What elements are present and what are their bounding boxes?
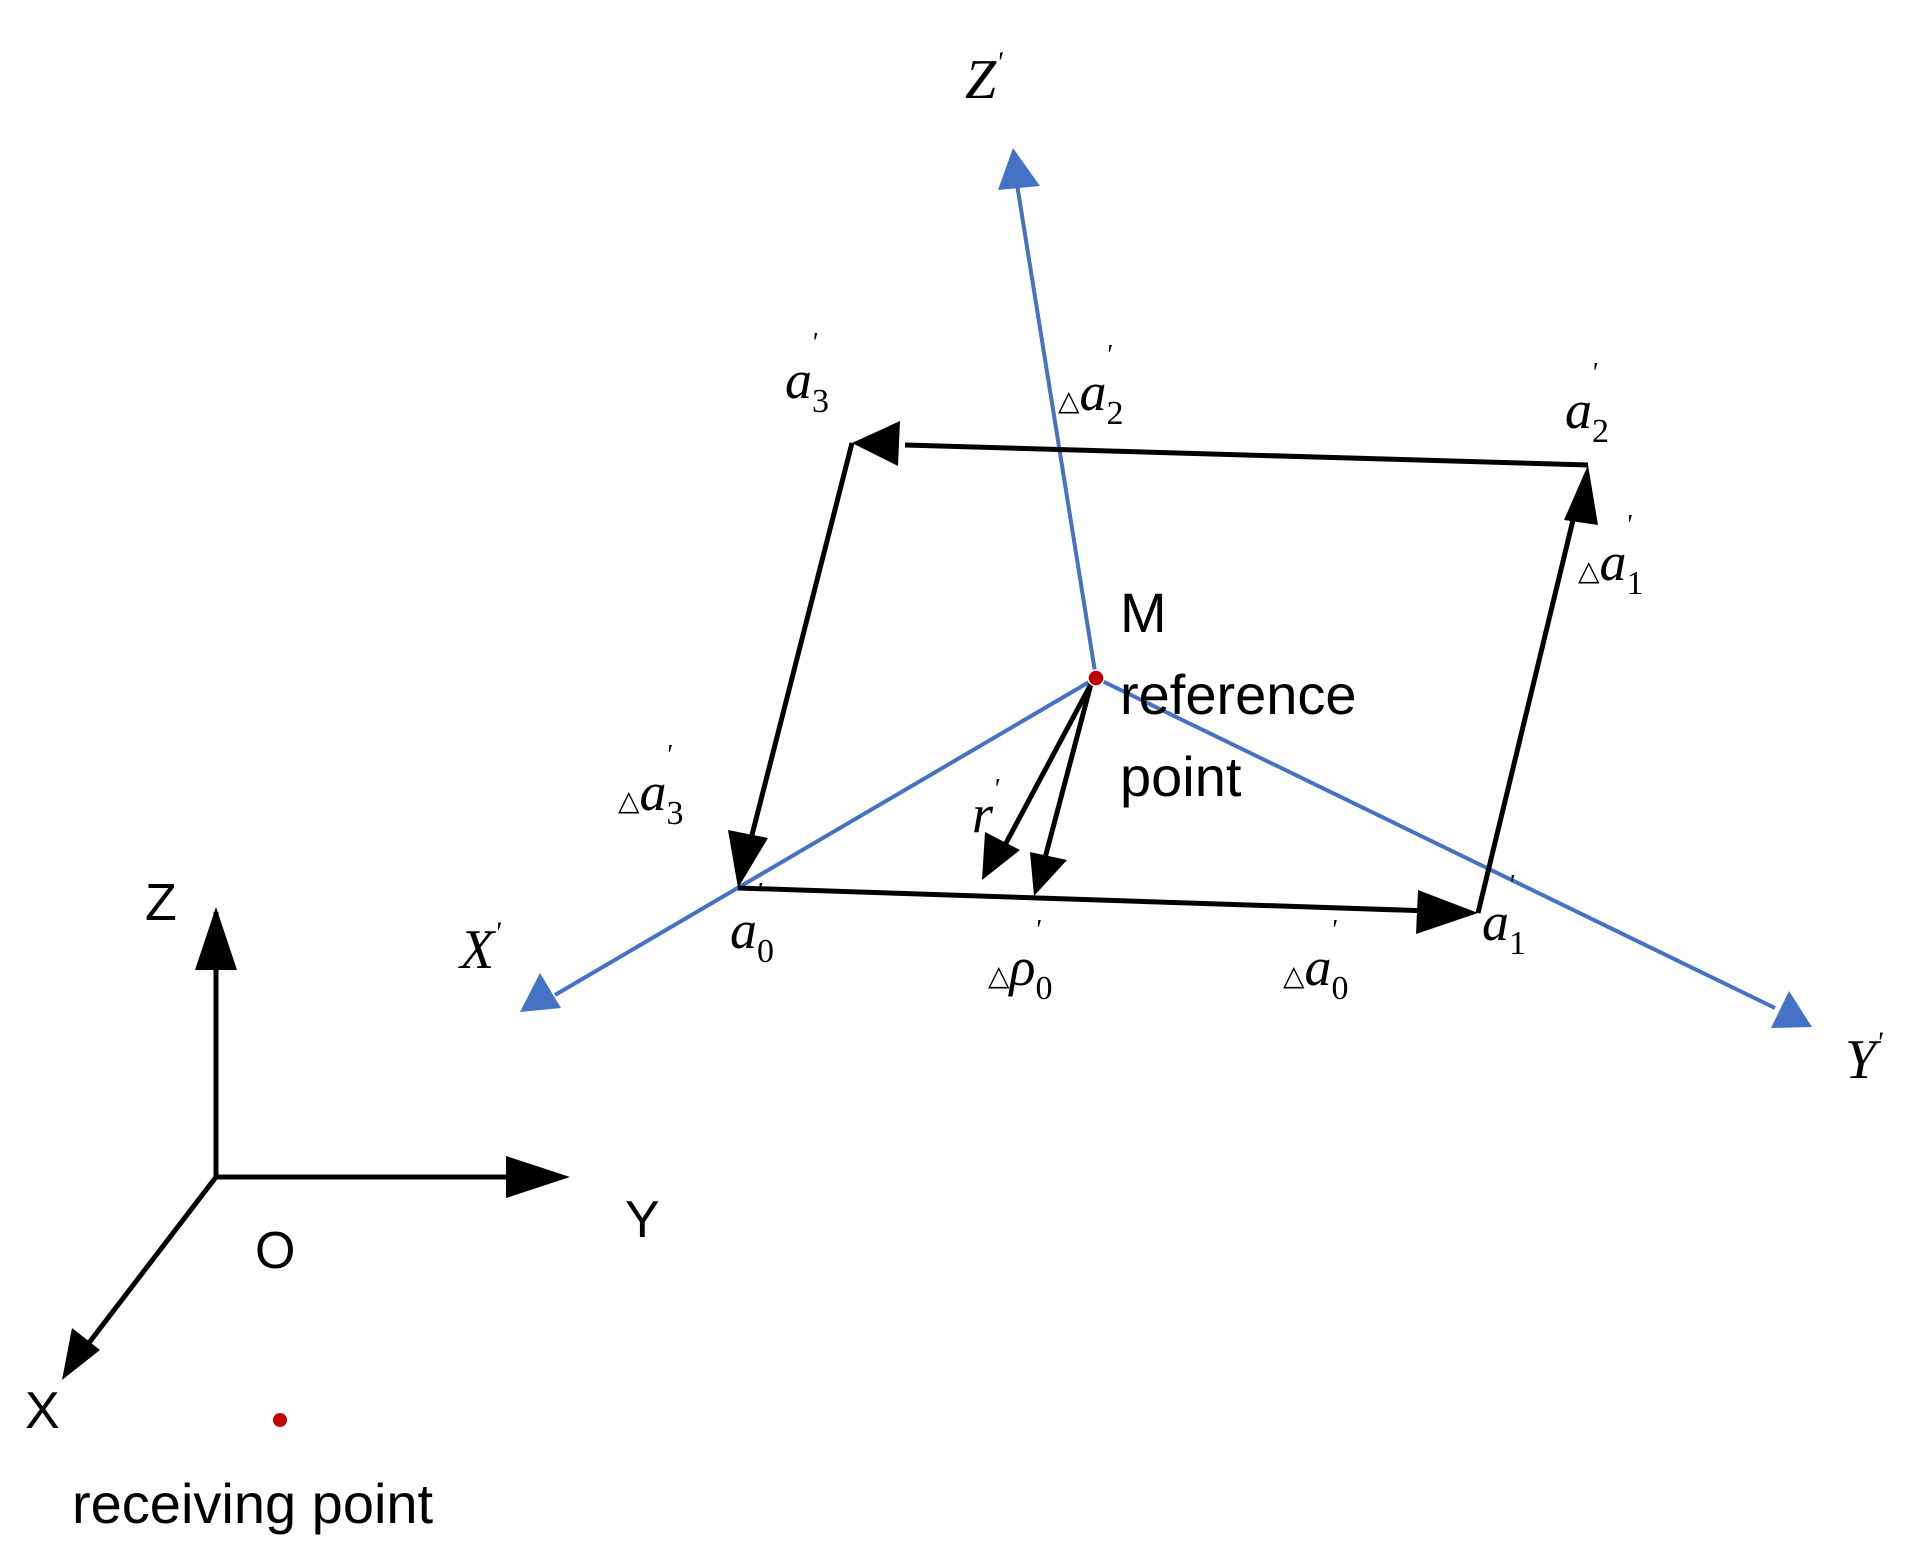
edge-da3-label: △a3'	[618, 740, 684, 832]
local-x-arrowhead	[520, 973, 561, 1012]
reference-point-line2: point	[1120, 745, 1242, 808]
reference-point-dot	[1087, 669, 1105, 687]
edge-da1-label: △a1'	[1578, 510, 1644, 602]
edge-a2-a3-arrowhead	[852, 421, 900, 466]
global-axes: Z Y X O	[25, 874, 660, 1440]
vertex-a3-label: a3'	[785, 328, 829, 420]
receiving-point-dot	[273, 1413, 287, 1427]
receiving-point-label: receiving point	[72, 1472, 434, 1535]
local-z-label: Z'	[965, 46, 1003, 111]
reference-point-line1: reference	[1120, 663, 1357, 726]
edge-a3-a0-arrowhead	[728, 830, 768, 888]
local-x-axis	[553, 676, 1098, 997]
local-z-axis	[1014, 177, 1098, 679]
vector-r-label: r'	[972, 774, 1000, 844]
vector-r	[1002, 682, 1094, 847]
quadrilateral	[728, 421, 1598, 934]
vector-r-arrowhead	[982, 832, 1020, 880]
origin-label: O	[255, 1222, 295, 1280]
reference-point-name: M	[1120, 581, 1167, 644]
local-axes: Z' X' Y'	[458, 46, 1883, 1091]
edge-a1-a2	[1475, 519, 1576, 914]
global-z-arrowhead	[195, 907, 237, 970]
global-y-label: Y	[625, 1191, 660, 1249]
local-y-axis	[1095, 676, 1776, 1010]
local-y-label: Y'	[1845, 1026, 1883, 1091]
vector-rho-label: △ρ0'	[988, 915, 1052, 1007]
vector-rho	[1042, 683, 1094, 859]
global-x-arrowhead	[62, 1328, 100, 1380]
edge-a0-a1	[737, 885, 1431, 914]
vertex-a0-label: a0'	[730, 878, 774, 970]
edge-a1-a2-arrowhead	[1564, 465, 1598, 525]
global-y-arrowhead	[506, 1156, 570, 1198]
global-x-label: X	[25, 1382, 60, 1440]
vertex-a2-label: a2'	[1565, 358, 1609, 450]
edge-a0-a1-arrowhead	[1416, 890, 1478, 934]
vector-rho-arrowhead	[1030, 852, 1067, 896]
global-x-axis	[83, 1175, 218, 1350]
local-x-label: X'	[458, 916, 501, 981]
vectors-from-m	[982, 682, 1094, 896]
edge-a2-a3	[904, 442, 1589, 468]
vertex-a1-label: a1'	[1482, 870, 1526, 962]
edge-a3-a0	[749, 442, 855, 836]
local-y-arrowhead	[1771, 991, 1812, 1028]
local-z-arrowhead	[998, 148, 1040, 190]
edge-da2-label: △a2'	[1058, 340, 1124, 432]
global-z-label: Z	[145, 874, 177, 932]
edge-da0-label: △a0'	[1283, 915, 1349, 1007]
